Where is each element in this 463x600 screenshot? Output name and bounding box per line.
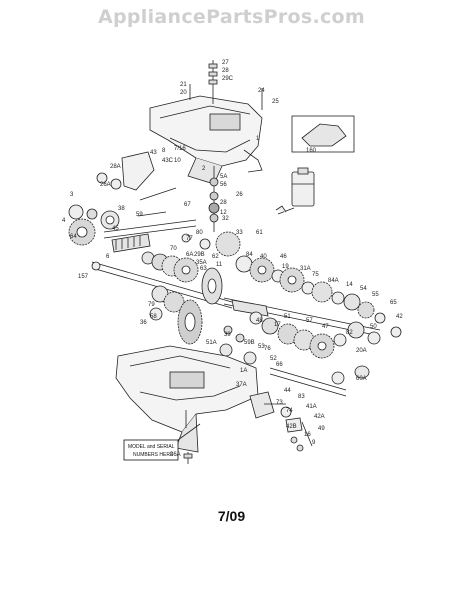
part-number-label: 26A bbox=[100, 182, 111, 188]
part-number-label: 64 bbox=[70, 234, 77, 240]
part-number-label: 16 bbox=[304, 432, 311, 438]
part-number-label: 44 bbox=[284, 388, 291, 394]
part-number-label: 2 bbox=[202, 166, 206, 172]
model-serial-box bbox=[123, 439, 179, 461]
part-number-label: 4 bbox=[62, 218, 66, 224]
part-number-label: 8 bbox=[162, 148, 166, 154]
part-number-label: 37A bbox=[236, 382, 247, 388]
part-number-label: 21 bbox=[180, 82, 187, 88]
part-number-label: 43C bbox=[162, 158, 174, 164]
part-number-label: 42B bbox=[286, 424, 297, 430]
part-number-label: 36 bbox=[140, 320, 147, 326]
part-number-label: 62 bbox=[212, 254, 219, 260]
part-number-label: 40 bbox=[260, 254, 267, 260]
part-number-label: 9 bbox=[312, 440, 316, 446]
part-number-label: 28A bbox=[110, 164, 121, 170]
part-number-label: 33 bbox=[236, 230, 243, 236]
part-number-label: 35A bbox=[196, 260, 207, 266]
part-number-label: 66 bbox=[276, 362, 283, 368]
part-number-label: 38 bbox=[118, 206, 125, 212]
upper-housing bbox=[149, 95, 263, 167]
part-number-label: 42A bbox=[314, 414, 325, 420]
part-number-label: 46 bbox=[280, 254, 287, 260]
part-number-label: 63 bbox=[200, 266, 207, 272]
part-number-label: 14 bbox=[346, 282, 353, 288]
part-number-label: 6 bbox=[106, 254, 110, 260]
part-number-label: 28 bbox=[222, 68, 229, 74]
part-number-label: 84 bbox=[246, 252, 253, 258]
part-number-label: 20A bbox=[356, 348, 367, 354]
part-number-label: 67 bbox=[184, 202, 191, 208]
part-number-label: 26 bbox=[236, 192, 243, 198]
part-number-label: 42 bbox=[396, 314, 403, 320]
part-number-label: 29C bbox=[222, 76, 234, 82]
part-number-label: 58 bbox=[150, 314, 157, 320]
part-number-label: 3 bbox=[70, 192, 74, 198]
lower-housing bbox=[115, 345, 259, 433]
part-number-label: 1 bbox=[256, 136, 260, 142]
part-number-label: 82 bbox=[346, 330, 353, 336]
model-note-line1: MODEL and SERIAL bbox=[128, 444, 175, 450]
part-number-label: 25 bbox=[272, 99, 279, 105]
part-number-label: 79 bbox=[148, 302, 155, 308]
part-number-label: 6A bbox=[186, 252, 193, 258]
part-number-label: 60A bbox=[356, 376, 367, 382]
part-number-label: 39 bbox=[224, 332, 231, 338]
part-number-label: 77 bbox=[186, 236, 193, 242]
part-number-label: 43 bbox=[150, 150, 157, 156]
part-number-label: 59B bbox=[244, 340, 255, 346]
part-number-label: 61 bbox=[256, 230, 263, 236]
part-number-label: 59 bbox=[136, 212, 143, 218]
part-number-label: 84A bbox=[328, 278, 339, 284]
part-number-label: 10 bbox=[174, 158, 181, 164]
part-number-label: 5A bbox=[220, 174, 227, 180]
part-number-label: 51 bbox=[284, 314, 291, 320]
part-number-label: 45 bbox=[112, 226, 119, 232]
part-number-label: 75 bbox=[312, 272, 319, 278]
part-number-label: 54 bbox=[360, 286, 367, 292]
part-number-label: 24 bbox=[258, 88, 265, 94]
part-number-label: 1A bbox=[240, 368, 247, 374]
part-number-label: 19 bbox=[282, 264, 289, 270]
part-number-label: 36A bbox=[170, 452, 181, 458]
part-number-label: 12 bbox=[220, 210, 227, 216]
page-date: 7/09 bbox=[217, 508, 246, 524]
part-number-label: 47 bbox=[322, 324, 329, 330]
part-number-label: 160 bbox=[306, 148, 317, 154]
part-number-label: 74 bbox=[286, 408, 293, 414]
part-number-label: 31A bbox=[300, 266, 311, 272]
part-number-label: 48 bbox=[256, 318, 263, 324]
part-number-label: 32 bbox=[222, 216, 229, 222]
part-number-label: 11 bbox=[216, 262, 223, 268]
part-number-label: 51A bbox=[206, 340, 217, 346]
watermark-logo: AppliancePartsPros.com bbox=[97, 6, 365, 28]
part-number-label: 76 bbox=[264, 346, 271, 352]
part-number-label: 7/16 bbox=[174, 146, 186, 152]
part-number-label: 27 bbox=[222, 60, 229, 66]
part-number-label: 70 bbox=[170, 246, 177, 252]
part-number-label: 83 bbox=[298, 394, 305, 400]
part-number-label: 56 bbox=[220, 182, 227, 188]
part-number-label: 57 bbox=[306, 318, 313, 324]
part-number-label: 50 bbox=[370, 324, 377, 330]
model-note-line2: NUMBERS HERE bbox=[133, 452, 174, 458]
part-number-label: 49 bbox=[318, 426, 325, 432]
part-number-label: 28 bbox=[220, 200, 227, 206]
part-number-label: 52 bbox=[270, 356, 277, 362]
part-number-label: 29B bbox=[194, 252, 205, 258]
part-number-label: 17 bbox=[274, 322, 281, 328]
part-number-label: 73 bbox=[276, 400, 283, 406]
part-number-label: 65 bbox=[390, 300, 397, 306]
part-number-label: 157 bbox=[78, 274, 89, 280]
part-number-label: 80 bbox=[196, 230, 203, 236]
part-number-label: 20 bbox=[180, 90, 187, 96]
part-number-label: 41A bbox=[306, 404, 317, 410]
part-number-label: 53 bbox=[258, 344, 265, 350]
part-number-label: 55 bbox=[372, 292, 379, 298]
